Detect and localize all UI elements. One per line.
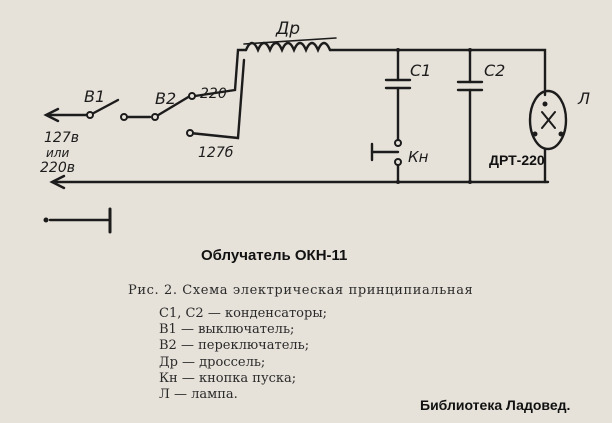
- top-bus-wire: [328, 48, 547, 97]
- choke-label: Др: [275, 19, 300, 39]
- choke-coil: [244, 41, 332, 54]
- legend-item: Кн — кнопка пуска;: [159, 370, 297, 386]
- input-voltage-line2: или: [46, 146, 69, 160]
- lamp-model-label: ДРТ-220: [489, 152, 545, 168]
- switch-b2-label: В2: [155, 89, 176, 108]
- library-credit: Библиотека Ладовед.: [420, 397, 571, 413]
- device-title: Облучатель ОКН-11: [201, 247, 348, 264]
- c2-junction: [468, 48, 472, 52]
- switch-b2-pivot: [151, 113, 159, 121]
- input-arrow-bottom: [49, 174, 66, 190]
- component-legend: С1, С2 — конденсаторы; В1 — выключатель;…: [159, 306, 327, 403]
- c2-label: С2: [484, 61, 505, 80]
- button-contact-top: [394, 139, 402, 147]
- lamp-pin-top: [542, 101, 548, 107]
- lamp-bulb: [528, 89, 568, 151]
- switch-b1-contact-a: [86, 111, 94, 119]
- switch-b1-label: В1: [84, 87, 105, 106]
- button-contact-bottom: [394, 158, 402, 166]
- wire-tap-127: [188, 58, 246, 140]
- input-voltage-line3: 220в: [40, 160, 75, 176]
- wire-tap-220: [193, 48, 248, 98]
- legend-item: С1, С2 — конденсаторы;: [159, 306, 328, 321]
- c1-junction: [396, 48, 400, 52]
- lamp-pin-left: [532, 131, 538, 137]
- input-voltage-line1: 127в: [44, 130, 79, 146]
- legend-item: Др — дроссель;: [159, 354, 266, 370]
- lamp-label: Л: [577, 89, 590, 108]
- tap-127-label: 127б: [198, 145, 234, 161]
- switch-b1-contact-b: [120, 113, 128, 121]
- choke-core: [243, 37, 337, 45]
- switch-b2-contact-220: [188, 92, 196, 100]
- legend-item: В1 — выключатель;: [159, 322, 295, 338]
- switch-b2-contact-127: [186, 129, 194, 137]
- button-junction: [396, 180, 400, 184]
- legend-item: В2 — переключатель;: [159, 338, 310, 354]
- lamp-pin-right: [558, 131, 564, 137]
- lamp-electrodes: [541, 111, 556, 129]
- legend-item: Л — лампа.: [159, 387, 238, 403]
- tap-220-label: 220: [200, 86, 227, 102]
- c2-bottom-junction: [468, 180, 472, 184]
- button-label: Кн: [408, 148, 429, 166]
- ground-terminal: [43, 217, 49, 223]
- c1-label: С1: [410, 61, 431, 80]
- switch-b1-blade: [88, 98, 120, 117]
- switch-b2-blade: [153, 94, 192, 119]
- input-arrow-top: [43, 107, 60, 123]
- figure-caption: Рис. 2. Схема электрическая принципиальн…: [128, 283, 474, 298]
